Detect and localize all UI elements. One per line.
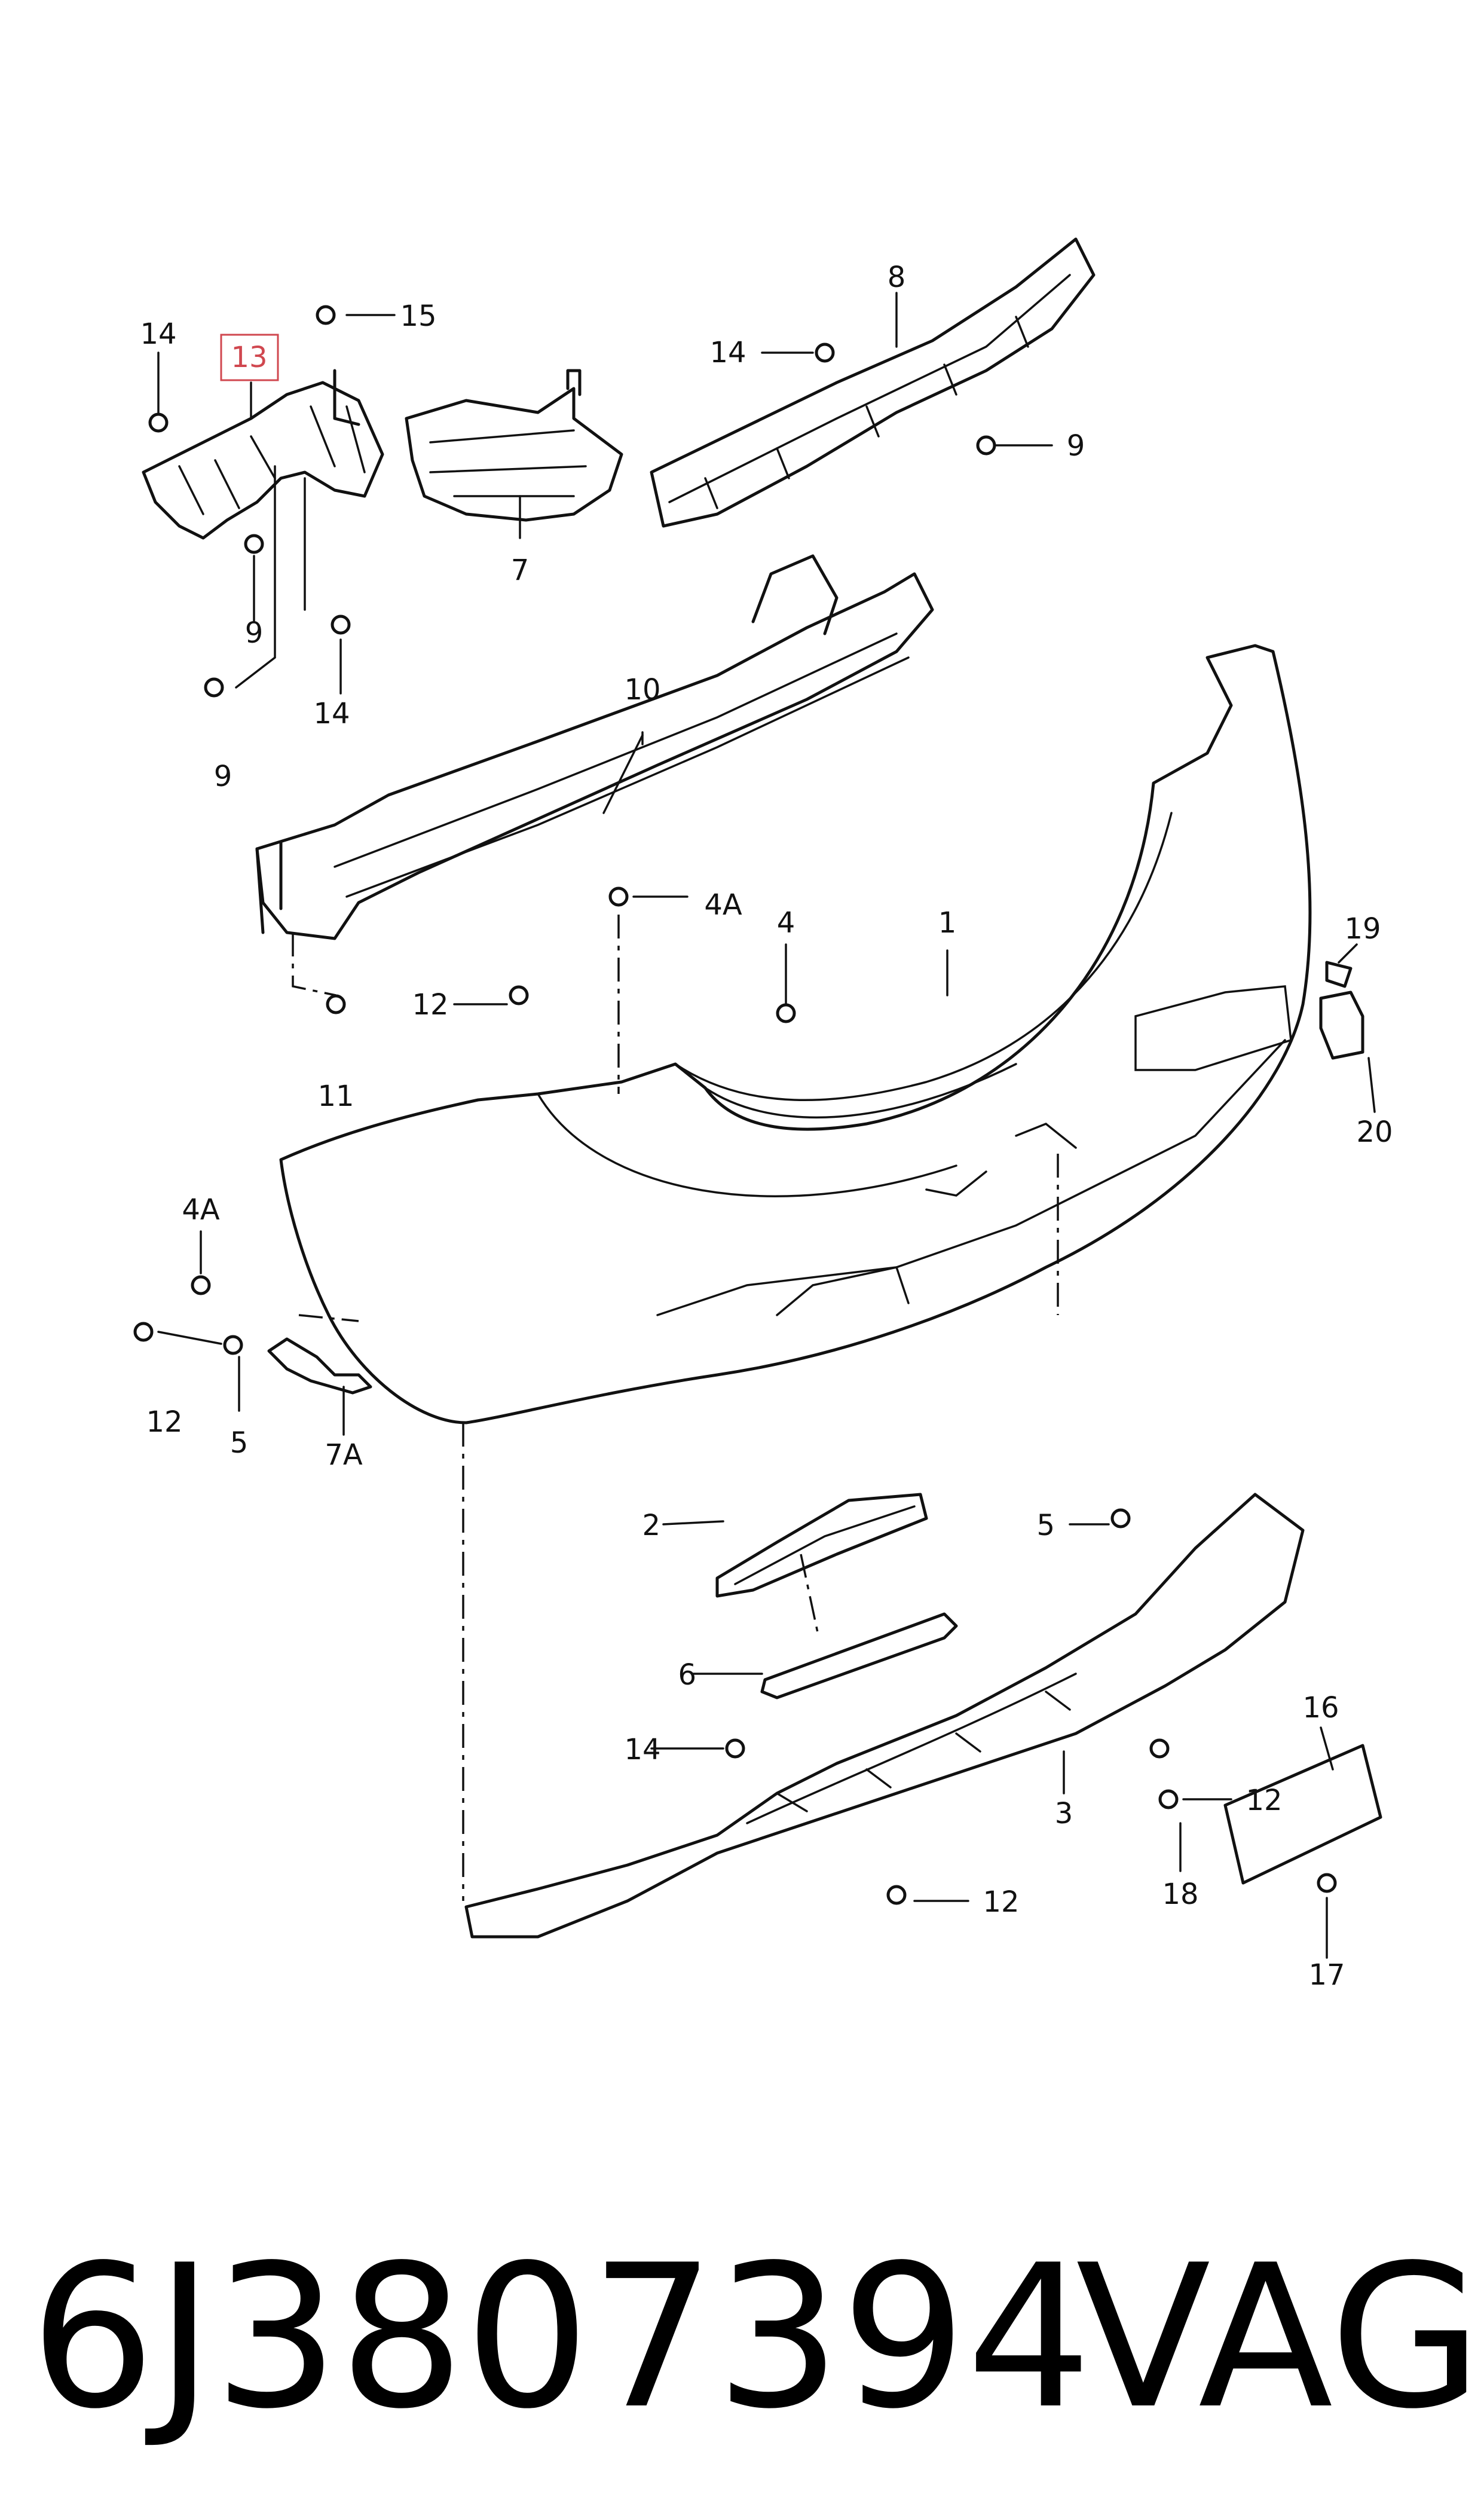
callout-3[interactable]: 3	[1055, 1797, 1073, 1830]
callout-14-mid[interactable]: 14	[313, 697, 350, 730]
callout-9-bottom[interactable]: 9	[1067, 429, 1085, 463]
callout-4[interactable]: 4	[777, 906, 795, 940]
callout-labels: 13 14 15 9 9 14 7 8 14 9 10 4A 4 1 12 11…	[140, 261, 1393, 1992]
grille-frame-part-2	[715, 1493, 928, 1598]
plate-bracket-part-16	[1223, 1744, 1382, 1885]
callout-9-left[interactable]: 9	[214, 760, 232, 793]
callout-4a-top[interactable]: 4A	[704, 888, 742, 922]
callout-11[interactable]: 11	[317, 1080, 354, 1113]
leader-lines	[157, 292, 1376, 1959]
fasteners	[133, 305, 1337, 1905]
side-bracket-part-7a	[267, 1337, 372, 1395]
callout-2[interactable]: 2	[642, 1509, 660, 1542]
callout-12-top[interactable]: 12	[412, 988, 448, 1022]
callout-14-topleft[interactable]: 14	[140, 317, 176, 351]
part-caption: 6J3807394 VAG	[30, 2212, 1482, 2463]
brand-name: VAG	[1076, 2223, 1483, 2452]
part-number: 6J3807394	[30, 2223, 1092, 2452]
callout-8[interactable]: 8	[888, 261, 906, 294]
strip-part-6	[760, 1612, 958, 1699]
bracket-left-part-13	[142, 369, 384, 540]
callout-13[interactable]: 13	[231, 341, 267, 374]
bracket-center-part-7	[405, 369, 623, 522]
highlight-box-13	[220, 334, 279, 381]
alignment-lines	[292, 915, 1059, 1901]
callout-1[interactable]: 1	[938, 906, 957, 940]
callout-12-right[interactable]: 12	[1246, 1784, 1282, 1817]
callout-15[interactable]: 15	[400, 299, 436, 333]
callout-17[interactable]: 17	[1308, 1958, 1345, 1992]
callout-9-top[interactable]: 9	[245, 616, 264, 650]
callout-19[interactable]: 19	[1344, 912, 1381, 946]
bracket-strip-part-8	[650, 237, 1096, 528]
callout-16[interactable]: 16	[1302, 1691, 1339, 1725]
diffuser-part-3	[464, 1493, 1305, 1939]
callout-7a[interactable]: 7A	[325, 1438, 363, 1472]
callout-10[interactable]: 10	[624, 673, 660, 707]
callout-4a-left[interactable]: 4A	[182, 1193, 220, 1227]
callout-5-right[interactable]: 5	[1036, 1509, 1055, 1542]
exploded-parts-diagram: 13 14 15 9 9 14 7 8 14 9 10 4A 4 1 12 11…	[133, 237, 1393, 1992]
bumper-cover-part-1	[279, 644, 1312, 1424]
callout-20[interactable]: 20	[1356, 1115, 1393, 1149]
impact-beam-part-10	[255, 554, 934, 940]
callout-12-left[interactable]: 12	[146, 1405, 182, 1439]
callout-18[interactable]: 18	[1162, 1878, 1198, 1911]
callout-5-left[interactable]: 5	[230, 1426, 249, 1460]
callout-14-top[interactable]: 14	[709, 336, 746, 369]
sensor-part-20	[1319, 961, 1364, 1060]
callout-12-bottom[interactable]: 12	[983, 1885, 1019, 1919]
callout-6[interactable]: 6	[678, 1658, 696, 1692]
callout-14-bottom[interactable]: 14	[624, 1733, 660, 1766]
callout-7[interactable]: 7	[511, 554, 530, 587]
